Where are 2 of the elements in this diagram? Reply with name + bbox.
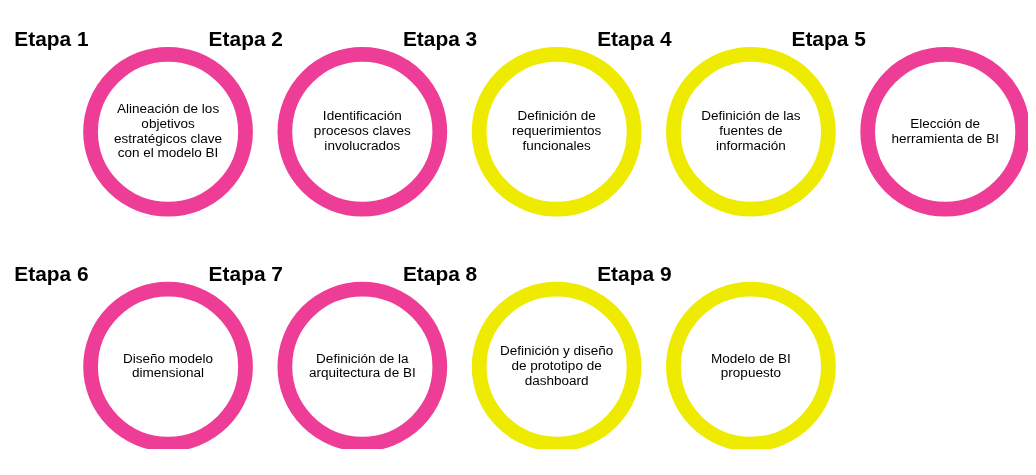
node-circle: Elección de herramienta de BI <box>859 46 1028 217</box>
node-circle: Modelo de BI propuesto <box>665 281 836 449</box>
